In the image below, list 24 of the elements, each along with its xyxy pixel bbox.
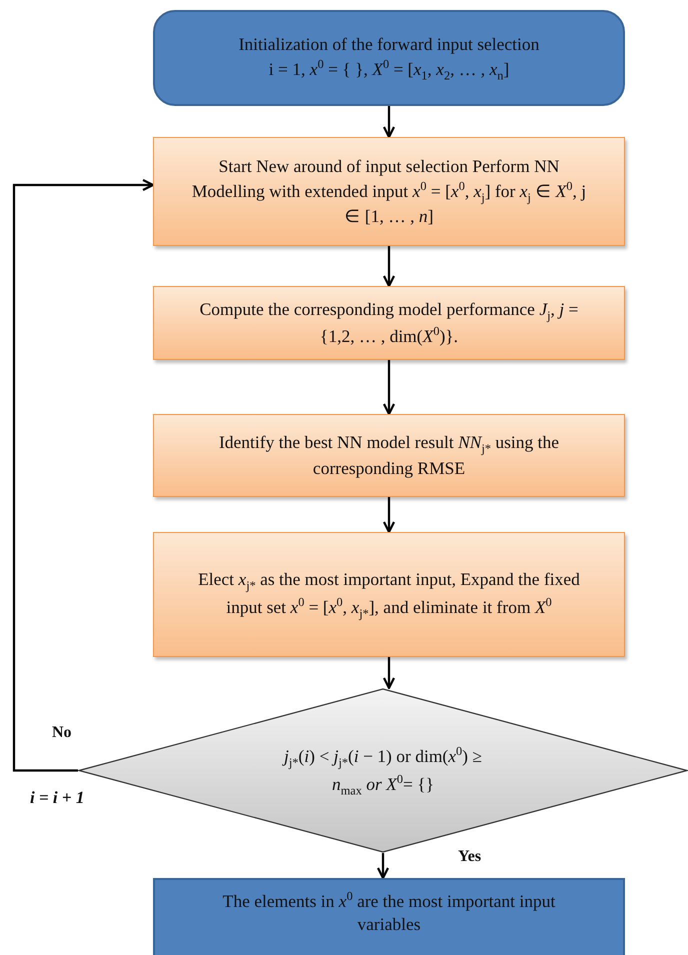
node-text: The elements in x$^{0}$ are the most important input variables (222, 888, 556, 936)
process-box (153, 532, 625, 657)
process-box (153, 414, 625, 497)
arrow (376, 853, 390, 880)
node-text: i = 1, x$^{0}$ = { }, X$^{0}$ = [x$_{1}$, x$_{2}$, … , x$_{n}$] (268, 56, 510, 84)
process-box (153, 286, 625, 360)
arrow (382, 497, 396, 534)
arrow (382, 106, 396, 138)
arrow (382, 360, 396, 416)
node-text: j$_{j*}$(i) < j$_{j*}$(i − 1) or dim(x$^{0}$) ≥ n$_{max}$ or X$^{0}$= {} (281, 743, 483, 798)
arrow (382, 657, 396, 690)
edge-label: Yes (458, 848, 482, 866)
process-box (153, 137, 625, 246)
node-text: Initialization of the forward input selection (238, 32, 540, 56)
node-text: Elect x$_{j*}$ as the most important input, Expand the fixed input set x$^{0}$ = [x$^{0}$, x$_{j*}$], and eliminate it from X$^{0}$ (197, 568, 581, 622)
node-text: Identify the best NN model result NN$_{j*}$ using the corresponding RMSE (218, 431, 560, 480)
arrow (12, 178, 154, 772)
node-text: Start New around of input selection Perform NN Modelling with extended input x$^{0}$ = [x$^{0}$, x$_{j}$] for x$_{j}$ ∈ X$^{0}$, j ∈ [1, … , n] (190, 154, 588, 228)
node-text: Compute the corresponding model performance J$_{j}$, j = {1,2, … , dim(X$^{0}$)}. (198, 298, 580, 348)
end-box (153, 878, 625, 955)
counter-note: i = i + 1 (30, 788, 84, 808)
arrow (382, 246, 396, 288)
edge-label: No (52, 724, 72, 742)
start-box (153, 10, 625, 106)
